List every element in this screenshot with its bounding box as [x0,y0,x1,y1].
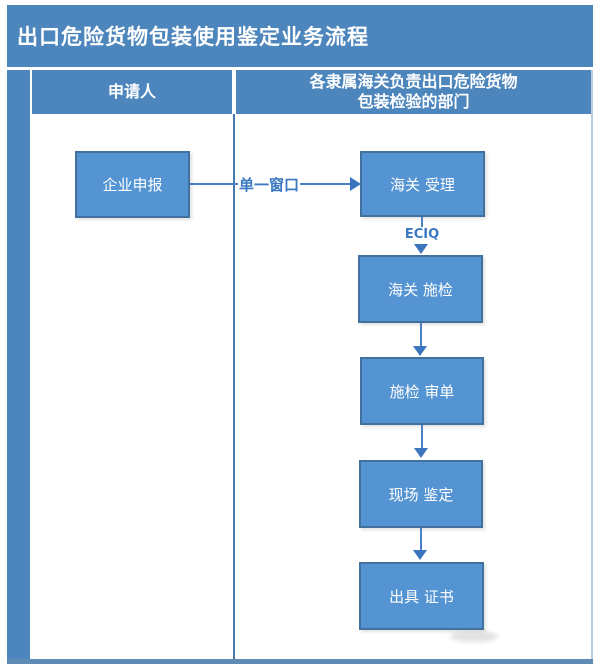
flow-box-label: 企业申报 [102,176,163,194]
flow-box-customs-acceptance: 海关 受理 [360,151,485,217]
column-header-applicant-label: 申请人 [107,82,156,101]
edge-label-eciq: ECIQ [399,227,445,242]
flow-box-label: 海关 施检 [388,280,453,299]
column-divider [233,114,235,659]
connector-review-to-appraisal [421,425,423,450]
bottom-border-bar [7,659,593,664]
column-header-customs-line2: 包装检验的部门 [357,92,470,111]
page-title: 出口危险货物包装使用鉴定业务流程 [17,25,369,49]
connector-inspection-to-review [420,323,422,348]
flow-box-inspection-document-review: 施检 审单 [360,357,484,425]
flow-box-customs-inspection: 海关 施检 [358,255,483,323]
arrow-down-icon [414,244,428,254]
flow-box-label: 现场 鉴定 [388,485,454,504]
column-header-applicant: 申请人 [32,70,232,114]
arrow-down-icon [414,448,428,458]
flow-box-certificate-issuance: 出具 证书 [359,562,484,630]
right-border-line [591,70,593,664]
flow-box-label: 海关 受理 [390,175,455,194]
flow-box-onsite-appraisal: 现场 鉴定 [359,460,483,528]
watermark-smudge [450,631,498,642]
flow-box-label: 出具 证书 [389,587,454,606]
arrow-right-icon [350,177,361,191]
page-title-bar: 出口危险货物包装使用鉴定业务流程 [7,5,593,67]
connector-appraisal-to-certificate [420,528,422,552]
flow-box-enterprise-declaration: 企业申报 [75,151,190,218]
column-header-customs: 各隶属海关负责出口危险货物 包装检验的部门 [236,70,591,114]
column-header-customs-line1: 各隶属海关负责出口危险货物 [309,72,518,91]
edge-label-single-window: 单一窗口 [238,174,301,195]
connector-acceptance-to-inspection [421,217,423,229]
flow-box-label: 施检 审单 [389,382,455,401]
lane-strip [7,70,30,659]
arrow-down-icon [413,550,427,560]
arrow-down-icon [413,346,427,356]
